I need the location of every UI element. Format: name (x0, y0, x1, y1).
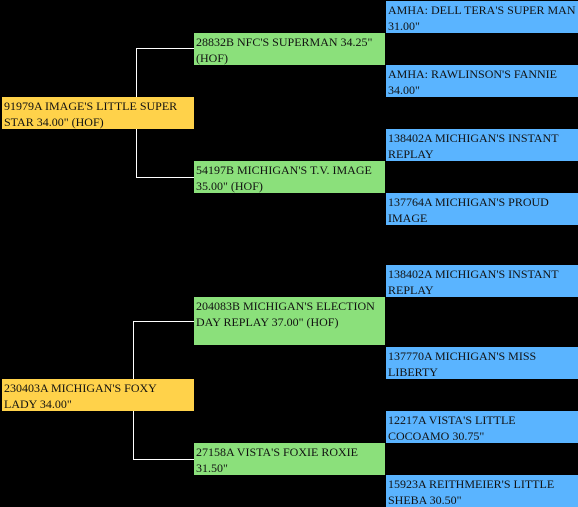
connector-line (136, 48, 137, 97)
connector-line (133, 459, 194, 460)
sire-dam-box-top: AMHA: RAWLINSON'S FANNIE 34.00" (386, 65, 578, 97)
sire-dam-box-bottom: 137770A MICHIGAN'S MISS LIBERTY (386, 347, 578, 379)
connector-line (136, 177, 194, 178)
dam-sire-box-top: 138402A MICHIGAN'S INSTANT REPLAY (386, 129, 578, 161)
connector-line (133, 321, 194, 322)
connector-line (133, 411, 134, 459)
dam-dam-box-top: 137764A MICHIGAN'S PROUD IMAGE (386, 193, 578, 225)
dam-dam-box-bottom: 15923A REITHMEIER'S LITTLE SHEBA 30.50" (386, 475, 578, 507)
subject-box-bottom: 230403A MICHIGAN'S FOXY LADY 34.00" (2, 379, 194, 411)
sire-sire-box-top: AMHA: DELL TERA'S SUPER MAN 31.00" (386, 1, 578, 33)
sire-box-top: 28832B NFC'S SUPERMAN 34.25" (HOF) (194, 33, 385, 65)
dam-box-top: 54197B MICHIGAN'S T.V. IMAGE 35.00" (HOF… (194, 161, 385, 193)
sire-sire-box-bottom: 138402A MICHIGAN'S INSTANT REPLAY (386, 265, 578, 297)
connector-line (133, 321, 134, 379)
connector-line (136, 129, 137, 178)
connector-line (136, 48, 194, 49)
dam-box-bottom: 27158A VISTA'S FOXIE ROXIE 31.50" (194, 443, 385, 475)
subject-box-top: 91979A IMAGE'S LITTLE SUPER STAR 34.00" … (2, 97, 194, 129)
dam-sire-box-bottom: 12217A VISTA'S LITTLE COCOAMO 30.75" (386, 411, 578, 443)
sire-box-bottom: 204083B MICHIGAN'S ELECTION DAY REPLAY 3… (194, 297, 385, 345)
